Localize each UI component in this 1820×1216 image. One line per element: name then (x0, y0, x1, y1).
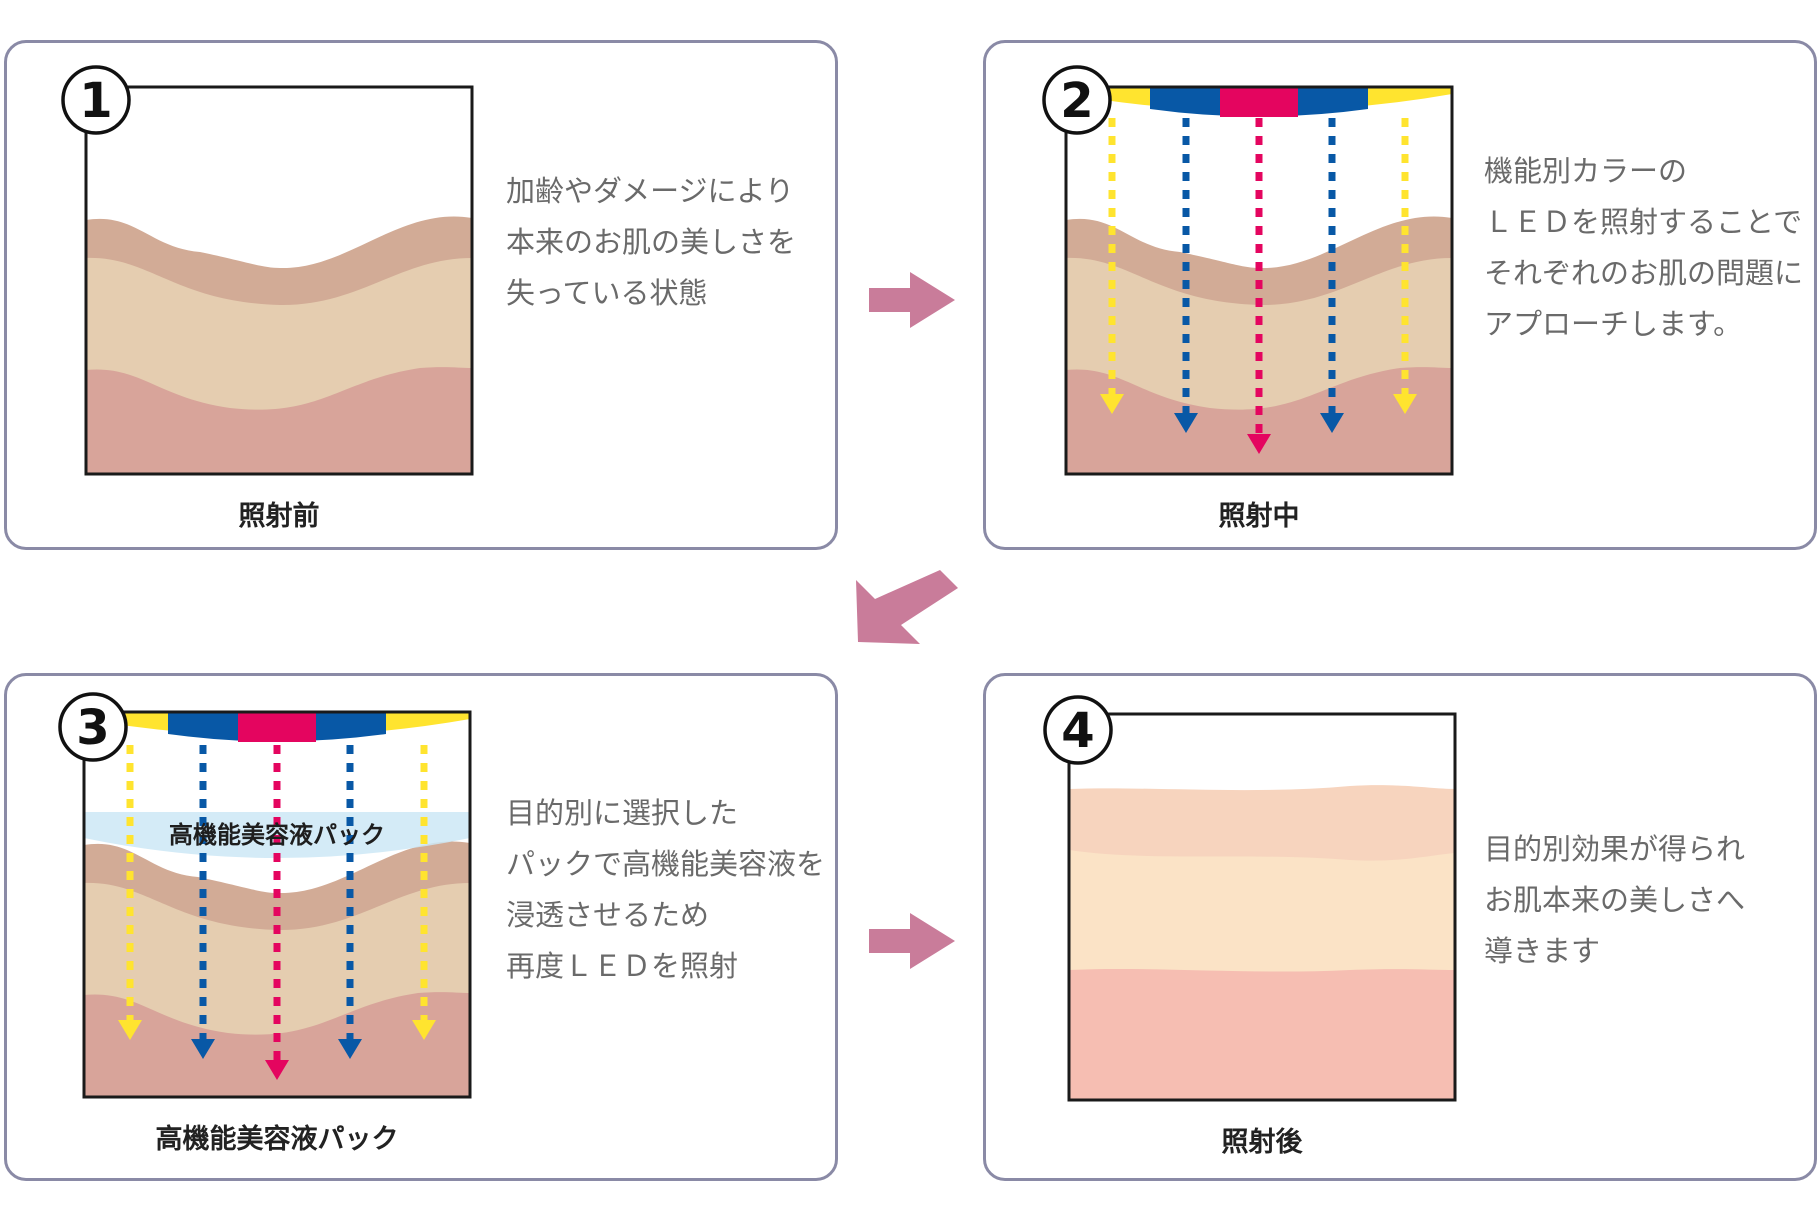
step-3-caption: 高機能美容液パック (155, 1124, 399, 1155)
step-2-caption: 照射中 (1218, 501, 1300, 532)
skin-before-illustration (84, 85, 474, 476)
description-line: パックで高機能美容液を (506, 847, 826, 881)
svg-text:1: 1 (79, 73, 112, 129)
step-number-1: 1 (61, 65, 131, 135)
skin-irradiation-illustration (1064, 85, 1454, 476)
step-1-description: 加齢やダメージにより 本来のお肌の美しさを 失っている状態 (506, 166, 796, 319)
step-4-description: 目的別効果が得られ お肌本来の美しさへ 導きます (1484, 824, 1745, 977)
description-line: ＬＥＤを照射することで (1484, 205, 1803, 239)
description-line: 再度ＬＥＤを照射 (506, 949, 739, 983)
flow-arrow-right-icon (869, 913, 955, 969)
svg-text:2: 2 (1060, 73, 1093, 129)
step-number-3: 3 (58, 692, 128, 762)
svg-text:4: 4 (1061, 703, 1094, 759)
step-1-caption: 照射前 (238, 501, 320, 532)
skin-pack-illustration (82, 710, 472, 1099)
svg-text:3: 3 (76, 700, 109, 756)
serum-pack-label: 高機能美容液パック (169, 821, 385, 849)
step-4-caption: 照射後 (1221, 1127, 1303, 1158)
step-2-description: 機能別カラーの ＬＥＤを照射することで それぞれのお肌の問題に アプローチします… (1484, 146, 1803, 350)
flow-arrow-down-left-icon (856, 570, 958, 644)
description-line: 機能別カラーの (1484, 154, 1688, 188)
description-line: 加齢やダメージにより (506, 174, 794, 208)
description-line: 導きます (1484, 934, 1601, 968)
description-line: 目的別に選択した (506, 796, 739, 830)
flow-arrow-right-icon (869, 272, 955, 328)
description-line: お肌本来の美しさへ (1484, 883, 1746, 917)
description-line: アプローチします。 (1484, 307, 1743, 341)
description-line: 本来のお肌の美しさを (506, 225, 797, 259)
description-line: 浸透させるため (506, 898, 710, 932)
description-line: 失っている状態 (506, 276, 708, 310)
description-line: それぞれのお肌の問題に (1484, 256, 1804, 290)
led-device-bar (1066, 87, 1452, 117)
description-line: 目的別効果が得られ (1484, 832, 1746, 866)
led-device-bar (84, 712, 470, 742)
skin-after-illustration (1067, 712, 1457, 1102)
step-number-4: 4 (1043, 695, 1113, 765)
step-3-description: 目的別に選択した パックで高機能美容液を 浸透させるため 再度ＬＥＤを照射 (506, 788, 825, 992)
step-number-2: 2 (1042, 65, 1112, 135)
